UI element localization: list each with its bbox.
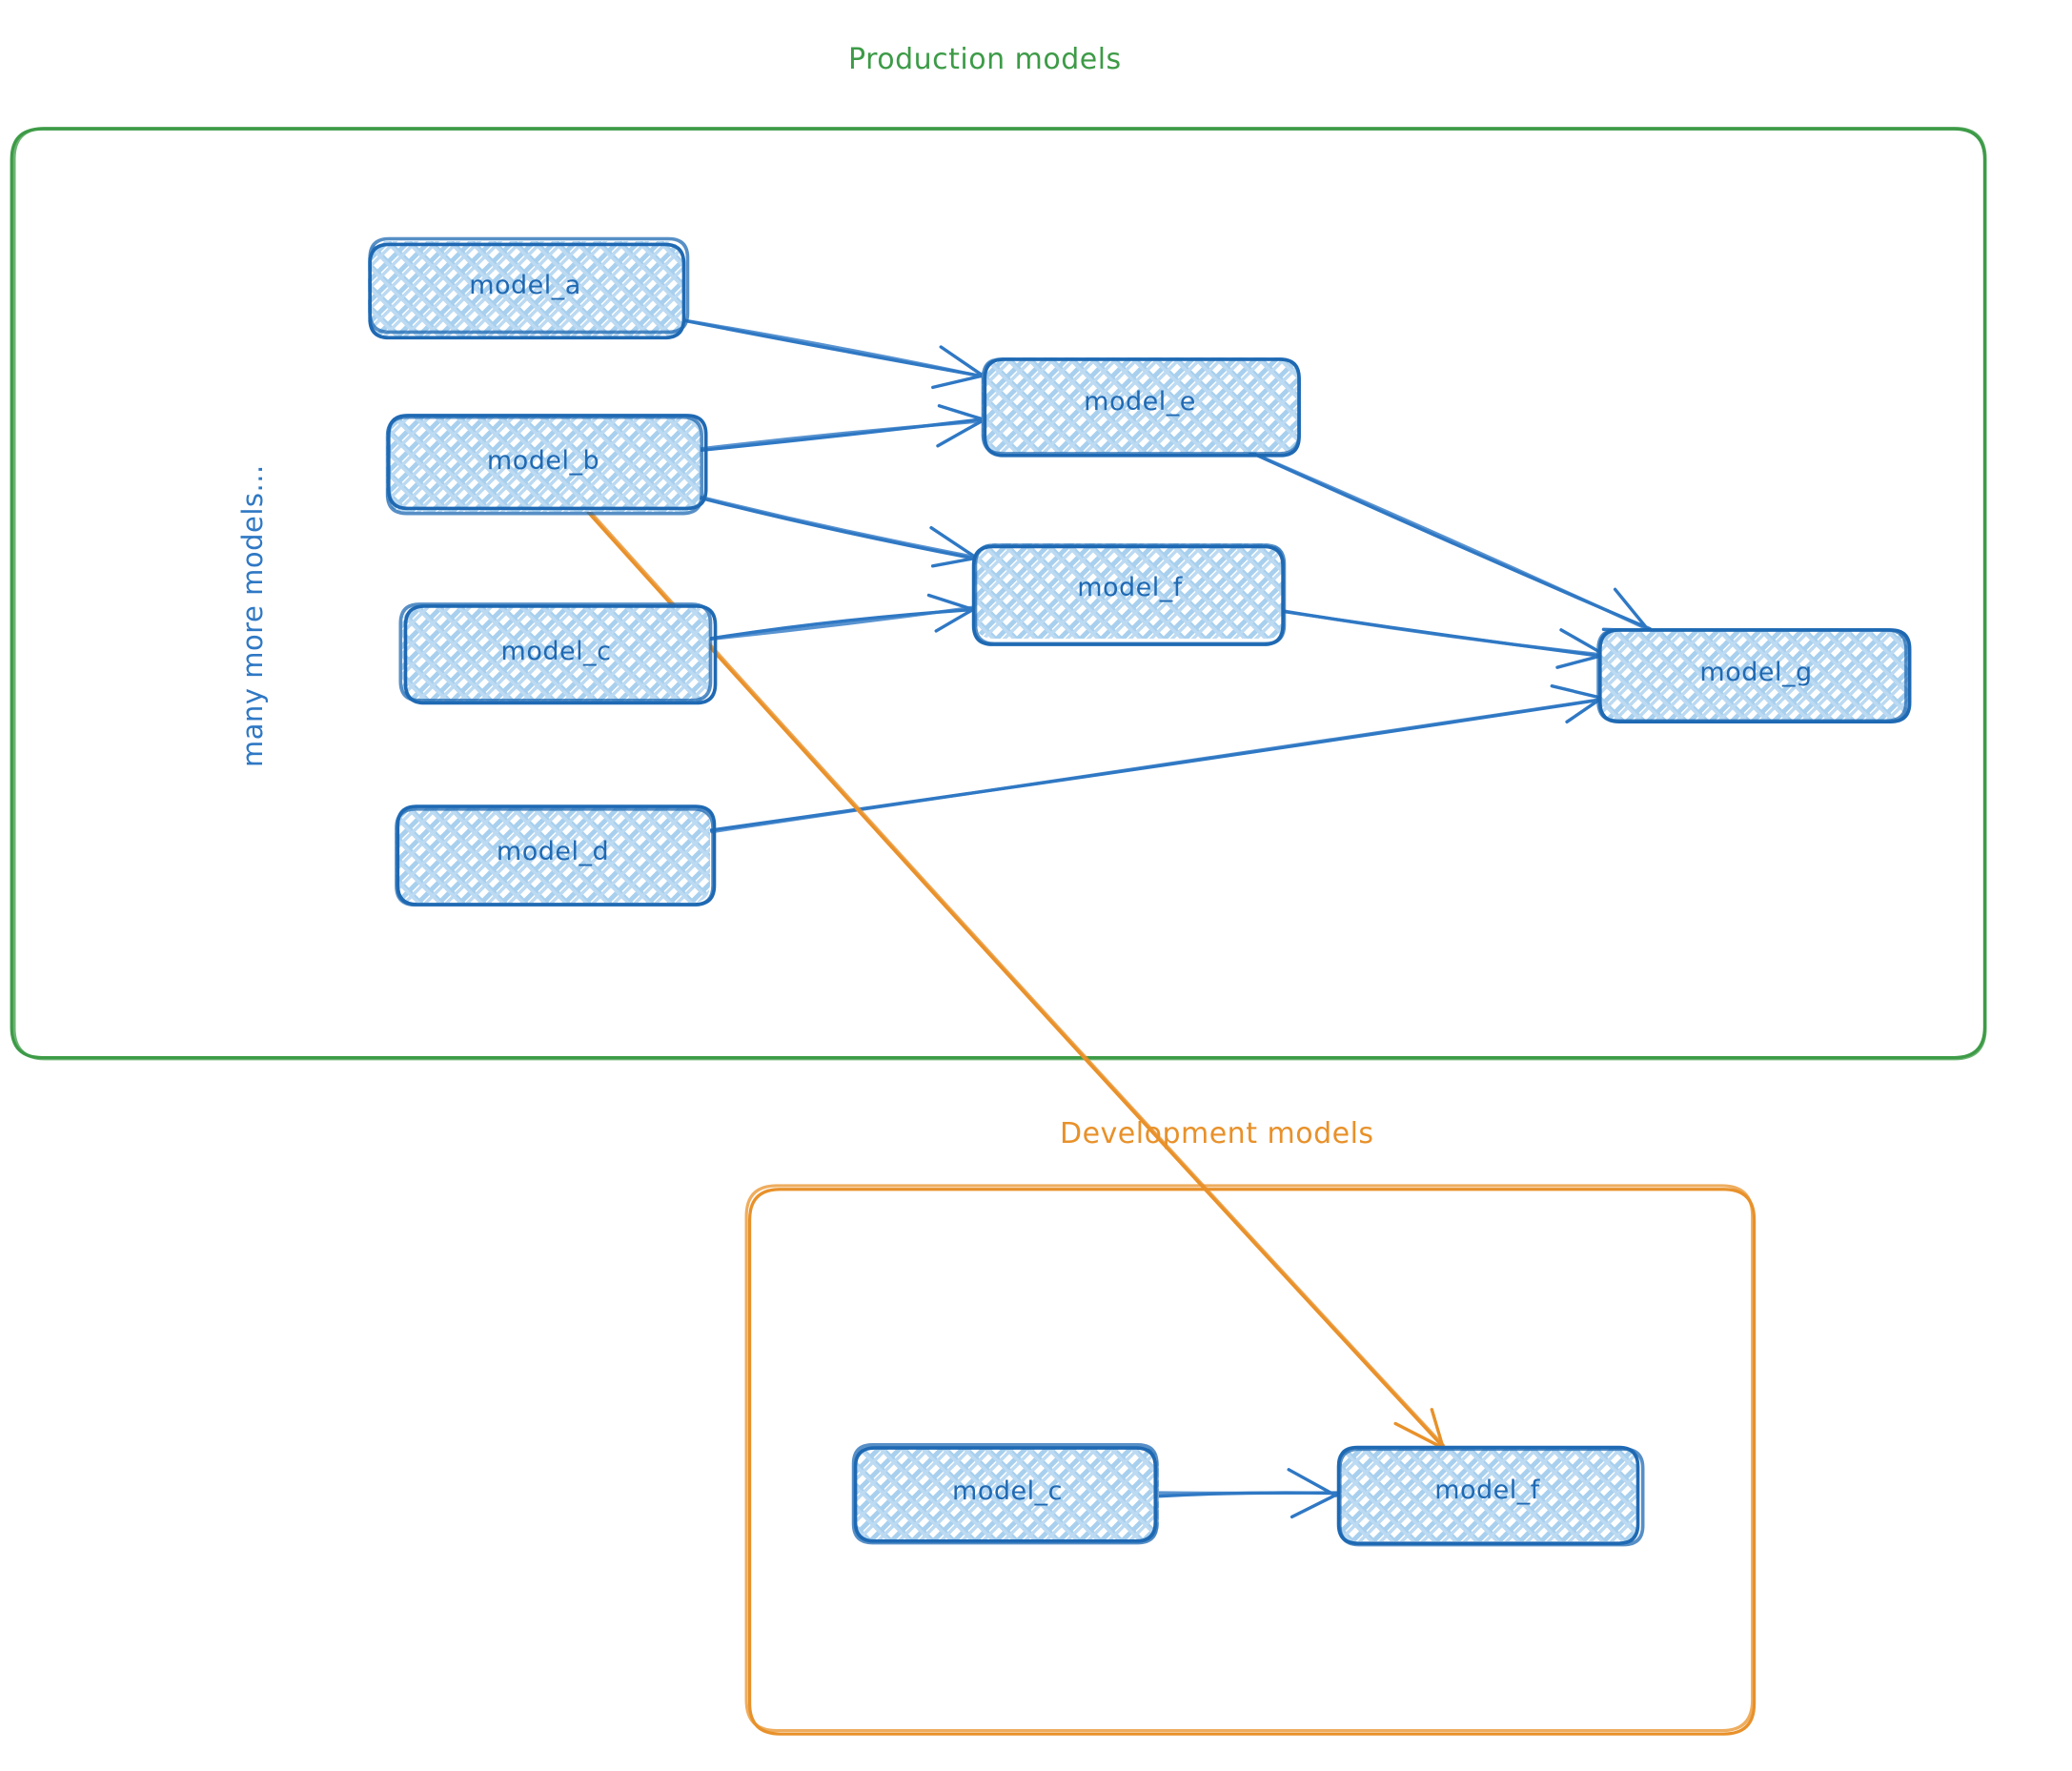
node-prod_model_c[interactable]: [398, 602, 718, 705]
group-container-development: [744, 1184, 1757, 1736]
edge-b-to-f: [698, 495, 979, 568]
edge-e-to-g: [1247, 449, 1652, 633]
node-layer: [368, 236, 1912, 1547]
node-dev_model_c[interactable]: [851, 1443, 1159, 1545]
edge-devc-to-devf: [1156, 1468, 1340, 1519]
node-prod_model_g[interactable]: [1596, 628, 1912, 723]
edge-b-to-e: [698, 404, 985, 453]
edge-c-to-f: [706, 593, 978, 641]
group-container-production: [10, 126, 1987, 1061]
edge-f-to-g: [1281, 609, 1605, 669]
node-prod_model_f[interactable]: [971, 543, 1287, 646]
node-prod_model_d[interactable]: [395, 804, 717, 907]
node-prod_model_e[interactable]: [981, 357, 1301, 458]
group-container-layer: [10, 126, 1987, 1736]
node-prod_model_a[interactable]: [368, 236, 690, 340]
node-dev_model_f[interactable]: [1336, 1445, 1645, 1547]
edge-d-to-g: [709, 684, 1605, 834]
edge-a-to-e: [679, 317, 984, 390]
node-prod_model_b[interactable]: [385, 414, 708, 516]
